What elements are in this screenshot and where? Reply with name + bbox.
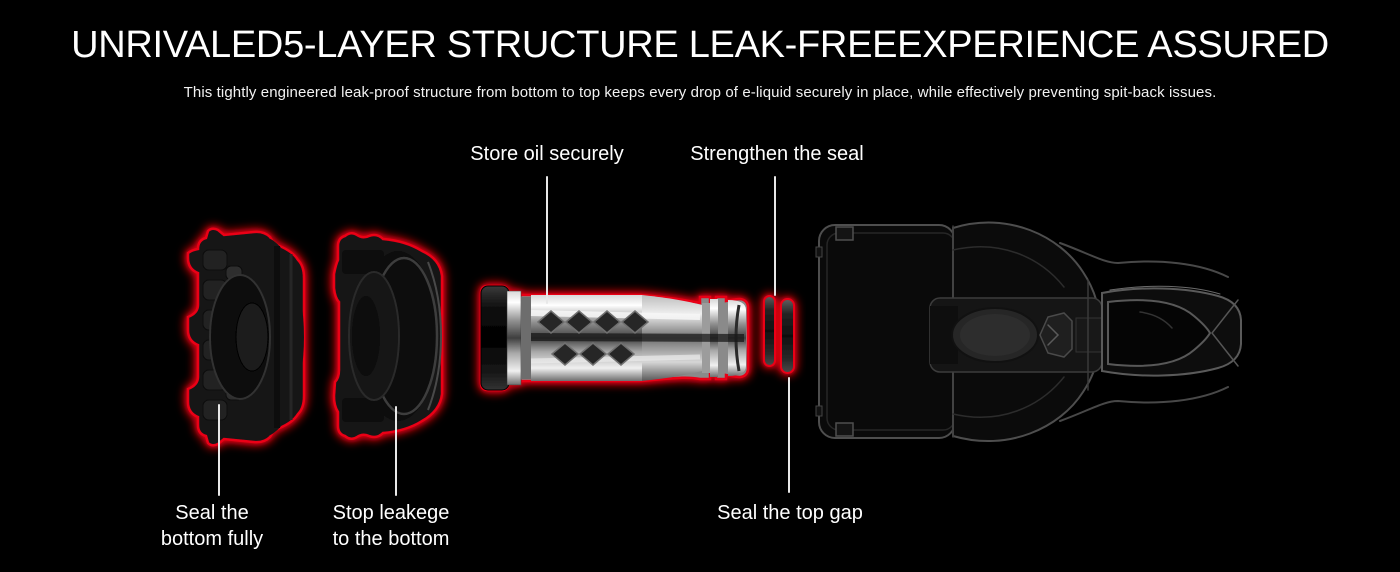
callout-label-seal-bottom: Seal the bottom fully (160, 502, 264, 550)
callout-label-stop-leakage: Stop leakege to the bottom (332, 502, 450, 550)
o-ring-right (780, 298, 795, 374)
o-rings-part (763, 295, 795, 374)
o-ring-left (763, 295, 776, 367)
page-title: UNRIVALED5-LAYER STRUCTURE LEAK-FREEEXPE… (71, 24, 1329, 66)
coil-cartridge-part (479, 284, 750, 392)
callout-line-seal-top-gap (788, 377, 790, 493)
callout-line-seal-bottom (218, 404, 220, 496)
callout-label-seal-top-gap: Seal the top gap (717, 502, 863, 524)
callout-line-store-oil (546, 176, 548, 304)
vent-holes (536, 310, 650, 366)
callout-label-store-oil: Store oil securely (470, 143, 624, 165)
callout-line-strengthen-seal (774, 176, 776, 296)
callout-line-stop-leakage (395, 406, 397, 496)
bottom-seal-part (186, 227, 306, 447)
silicone-cup-part (332, 232, 444, 440)
callout-label-strengthen-seal: Strengthen the seal (690, 143, 864, 165)
clear-pod-part (815, 221, 1242, 443)
page-subtitle: This tightly engineered leak-proof struc… (183, 84, 1217, 101)
